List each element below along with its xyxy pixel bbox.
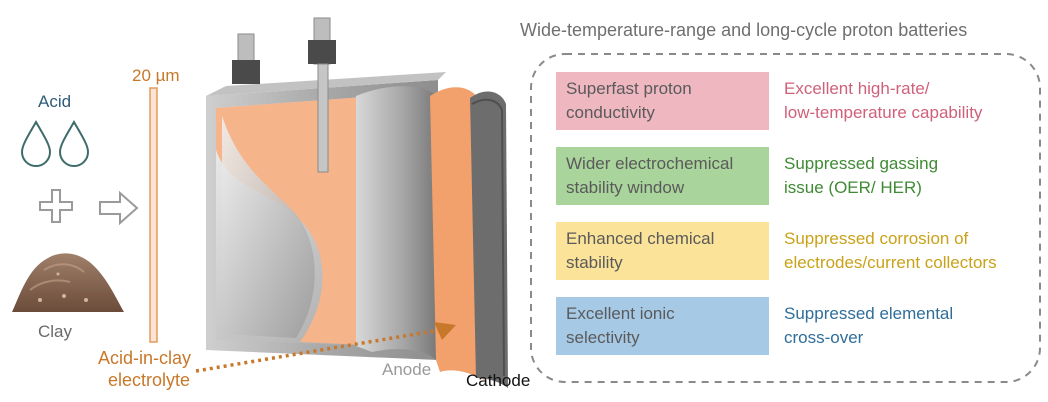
advantages-panel-border <box>530 53 1041 383</box>
electrolyte-label-line2: electrolyte <box>108 370 191 390</box>
feature-3-line1: Enhanced chemical <box>566 229 715 248</box>
outcome-1-line2: low-temperature capability <box>784 103 983 122</box>
outcome-3-line2: electrodes/current collectors <box>784 253 997 272</box>
feature-1-line1: Superfast proton <box>566 79 692 98</box>
cathode-label: Cathode <box>466 371 531 390</box>
outcome-2: Suppressed gassing issue (OER/ HER) <box>784 152 938 200</box>
feature-1-line2: conductivity <box>566 103 655 122</box>
panel-title: Wide-temperature-range and long-cycle pr… <box>520 20 968 40</box>
clay-pile-icon <box>12 253 124 312</box>
feature-box-2: Wider electrochemical stability window <box>556 147 769 205</box>
separator-sheet <box>430 87 484 380</box>
acid-drop-icon <box>20 119 52 167</box>
scale-bar-label: 20 µm <box>132 66 180 85</box>
cathode-sheet <box>470 91 508 388</box>
outcome-3-line1: Suppressed corrosion of <box>784 229 969 248</box>
feature-3-line2: stability <box>566 253 623 272</box>
outcome-2-line2: issue (OER/ HER) <box>784 178 922 197</box>
feature-2-line1: Wider electrochemical <box>566 154 734 173</box>
feature-box-4: Excellent ionic selectivity <box>556 297 769 355</box>
feature-box-3: Enhanced chemical stability <box>556 222 769 280</box>
plus-icon <box>39 189 73 223</box>
outcome-2-line1: Suppressed gassing <box>784 154 939 173</box>
electrolyte-film <box>149 87 158 343</box>
leader-arrowhead <box>434 322 456 340</box>
acid-label: Acid <box>38 92 72 111</box>
outcome-4-line1: Suppressed elemental <box>784 304 954 323</box>
electrolyte-label-line1: Acid-in-clay <box>98 348 192 368</box>
outcome-1: Excellent high-rate/ low-temperature cap… <box>784 77 982 125</box>
anode-sheet <box>356 86 436 360</box>
anode-label: Anode <box>382 360 432 379</box>
outcome-4-line2: cross-over <box>784 328 864 347</box>
feature-2-line2: stability window <box>566 178 685 197</box>
feature-4-line2: selectivity <box>566 328 640 347</box>
acid-drop-icon <box>58 119 90 167</box>
outcome-3: Suppressed corrosion of electrodes/curre… <box>784 227 997 275</box>
feature-box-1: Superfast proton conductivity <box>556 72 769 130</box>
outcome-1-line1: Excellent high-rate/ <box>784 79 930 98</box>
feature-4-line1: Excellent ionic <box>566 304 675 323</box>
outcome-4: Suppressed elemental cross-over <box>784 302 953 350</box>
arrow-right-icon <box>99 190 139 226</box>
clay-label: Clay <box>38 322 73 341</box>
